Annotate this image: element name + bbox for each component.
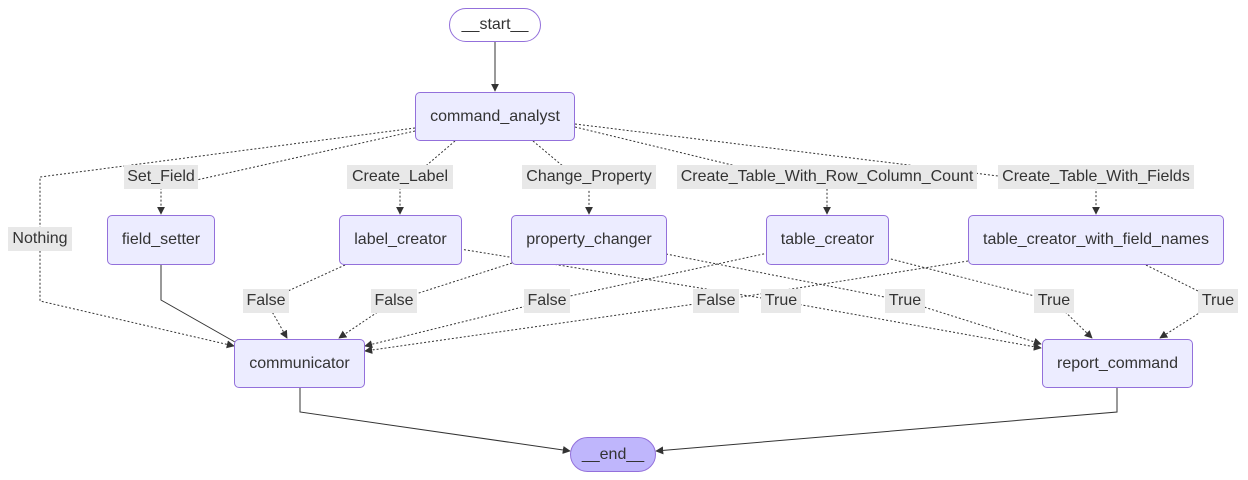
node-start: __start__ (449, 8, 541, 42)
edge-label-creator-false (265, 264, 346, 339)
node-command-analyst: command_analyst (415, 92, 575, 141)
edge-table-creator-fields-false (364, 260, 969, 354)
edge-label-create-table-fields: Create_Table_With_Fields (998, 165, 1194, 189)
edge-label-false: False (243, 289, 289, 313)
edge-label-create-table-rc: Create_Table_With_Row_Column_Count (677, 165, 977, 189)
edge-label-set-field: Set_Field (124, 165, 198, 189)
node-property-changer: property_changer (511, 215, 667, 265)
edge-label-create-label: Create_Label (347, 165, 453, 189)
edge-label-true: True (885, 289, 925, 313)
node-label-creator: label_creator (339, 215, 462, 265)
edge-label-true: True (1198, 289, 1238, 313)
edge-label-false: False (524, 289, 570, 313)
node-field-setter: field_setter (107, 215, 215, 265)
edge-label-true: True (761, 289, 801, 313)
node-table-creator-with-field-names: table_creator_with_field_names (968, 215, 1224, 265)
node-end: __end__ (570, 437, 656, 472)
edge-label-nothing: Nothing (8, 227, 72, 251)
edge-label-change-property: Change_Property (522, 165, 656, 189)
node-table-creator: table_creator (766, 215, 889, 265)
edge-command-analyst-create-table-rc (574, 126, 831, 215)
edge-property-changer-false (338, 262, 513, 339)
edge-label-false: False (371, 289, 417, 313)
node-communicator: communicator (234, 339, 365, 388)
edge-communicator-to-end (299, 388, 571, 454)
node-report-command: report_command (1042, 339, 1193, 388)
edge-label-true: True (1034, 289, 1074, 313)
edge-field-setter-to-communicator (160, 265, 243, 347)
edge-label-false: False (693, 289, 739, 313)
edge-report-command-to-end (655, 388, 1118, 455)
edge-property-changer-true (665, 253, 1042, 346)
